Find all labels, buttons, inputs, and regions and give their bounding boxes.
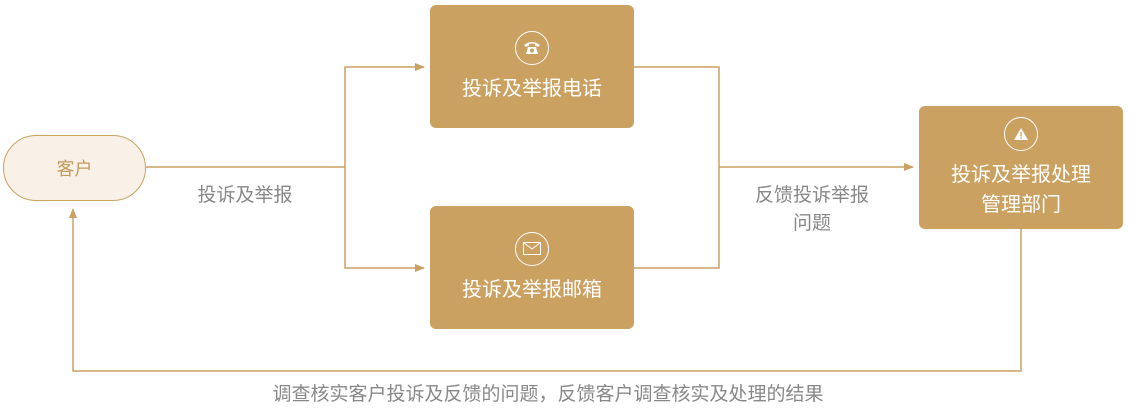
warning-icon — [1004, 116, 1038, 151]
dept-label-line1: 投诉及举报处理 — [951, 161, 1091, 186]
mailbox-node: 投诉及举报邮箱 — [430, 206, 634, 329]
customer-node: 客户 — [3, 135, 146, 201]
result-edge-label: 调查核实客户投诉及反馈的问题，反馈客户调查核实及处理的结果 — [272, 383, 824, 405]
dept-label-line2: 管理部门 — [981, 191, 1061, 216]
envelope-icon — [515, 231, 549, 266]
dept-node: 投诉及举报处理 管理部门 — [919, 106, 1123, 229]
report-edge-label: 投诉及举报 — [197, 184, 293, 206]
edge-to-phone — [344, 63, 425, 167]
phone-node: 投诉及举报电话 — [430, 5, 634, 128]
edge-to-mailbox — [344, 167, 425, 272]
edge-dept-to-customer — [69, 208, 1022, 372]
phone-label: 投诉及举报电话 — [462, 75, 602, 100]
mailbox-label: 投诉及举报邮箱 — [462, 276, 602, 301]
feedback-edge-label: 反馈投诉举报 问题 — [732, 181, 892, 237]
feedback-label-line2: 问题 — [792, 212, 831, 234]
customer-label: 客户 — [56, 159, 93, 180]
edge-phone-merge — [634, 66, 720, 269]
feedback-label-line1: 反馈投诉举报 — [754, 184, 869, 206]
telephone-icon — [515, 30, 549, 65]
